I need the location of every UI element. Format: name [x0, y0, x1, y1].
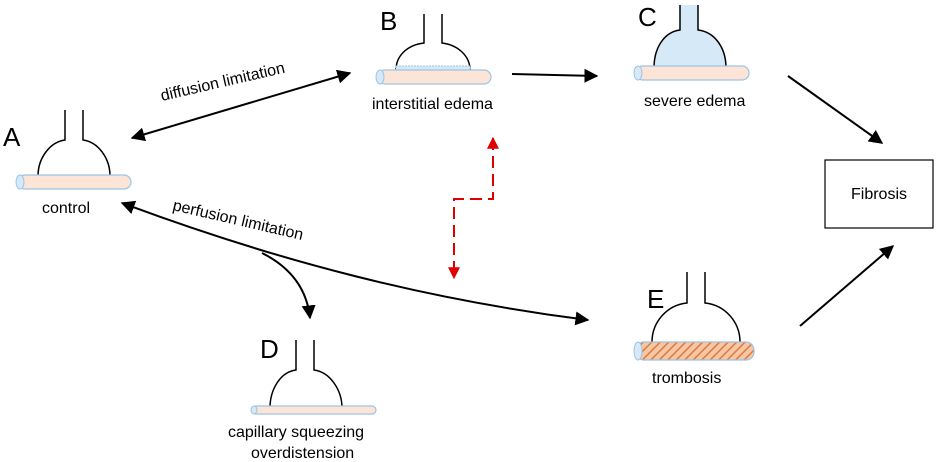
arrow-b-to-c — [511, 68, 599, 83]
capillary-end — [375, 69, 385, 85]
capillary-end — [633, 341, 643, 361]
arrow-c-to-fibrosis — [787, 75, 884, 144]
node-interstitial-edema: B interstitial edema — [372, 6, 493, 113]
arrow-diffusion-limitation — [130, 69, 352, 142]
fibrosis-label: Fibrosis — [851, 186, 907, 203]
fibrosis-box-border — [824, 159, 934, 229]
node-letter-d: D — [260, 334, 279, 364]
node-capillary-squeezing: D capillary squeezing overdistension — [228, 334, 377, 462]
node-severe-edema: C severe edema — [633, 2, 750, 110]
node-control: A control — [3, 110, 132, 217]
capillary-tube — [377, 69, 492, 85]
capillary-tube-squeezed — [251, 405, 377, 415]
node-letter-c: C — [638, 2, 657, 32]
node-letter-b: B — [380, 6, 397, 36]
edge-label-perfusion-limitation: perfusion limitation — [171, 197, 305, 244]
dashed-arrow-edema-trombosis-link — [448, 136, 499, 280]
node-trombosis: E trombosis — [633, 272, 755, 387]
node-label-severe-edema: severe edema — [644, 93, 745, 110]
node-label-capillary-squeezing: capillary squeezing — [228, 424, 364, 441]
node-label-control: control — [42, 200, 90, 217]
capillary-end — [250, 405, 258, 415]
node-label-trombosis: trombosis — [652, 370, 721, 387]
fibrosis-box: Fibrosis — [824, 159, 934, 229]
arrow-perfusion-limitation — [120, 200, 590, 326]
capillary-end — [633, 65, 643, 81]
alveolus-outline — [269, 340, 343, 409]
node-label-overdistension: overdistension — [251, 445, 354, 462]
alveolus-outline — [653, 5, 727, 69]
capillary-tube-thrombosed — [635, 341, 755, 361]
arrow-to-capillary-squeezing — [261, 252, 316, 320]
node-label-interstitial-edema: interstitial edema — [372, 96, 493, 113]
alveolus-outline — [395, 14, 471, 71]
arrow-e-to-fibrosis — [799, 245, 895, 327]
capillary-tube — [17, 174, 132, 190]
node-letter-e: E — [647, 284, 664, 314]
node-letter-a: A — [3, 122, 21, 152]
edema-fluid-fill — [654, 5, 726, 68]
capillary-tube — [635, 65, 750, 81]
alveolus-outline — [651, 272, 741, 343]
alveolus-outline — [37, 110, 111, 177]
capillary-end — [15, 174, 25, 190]
